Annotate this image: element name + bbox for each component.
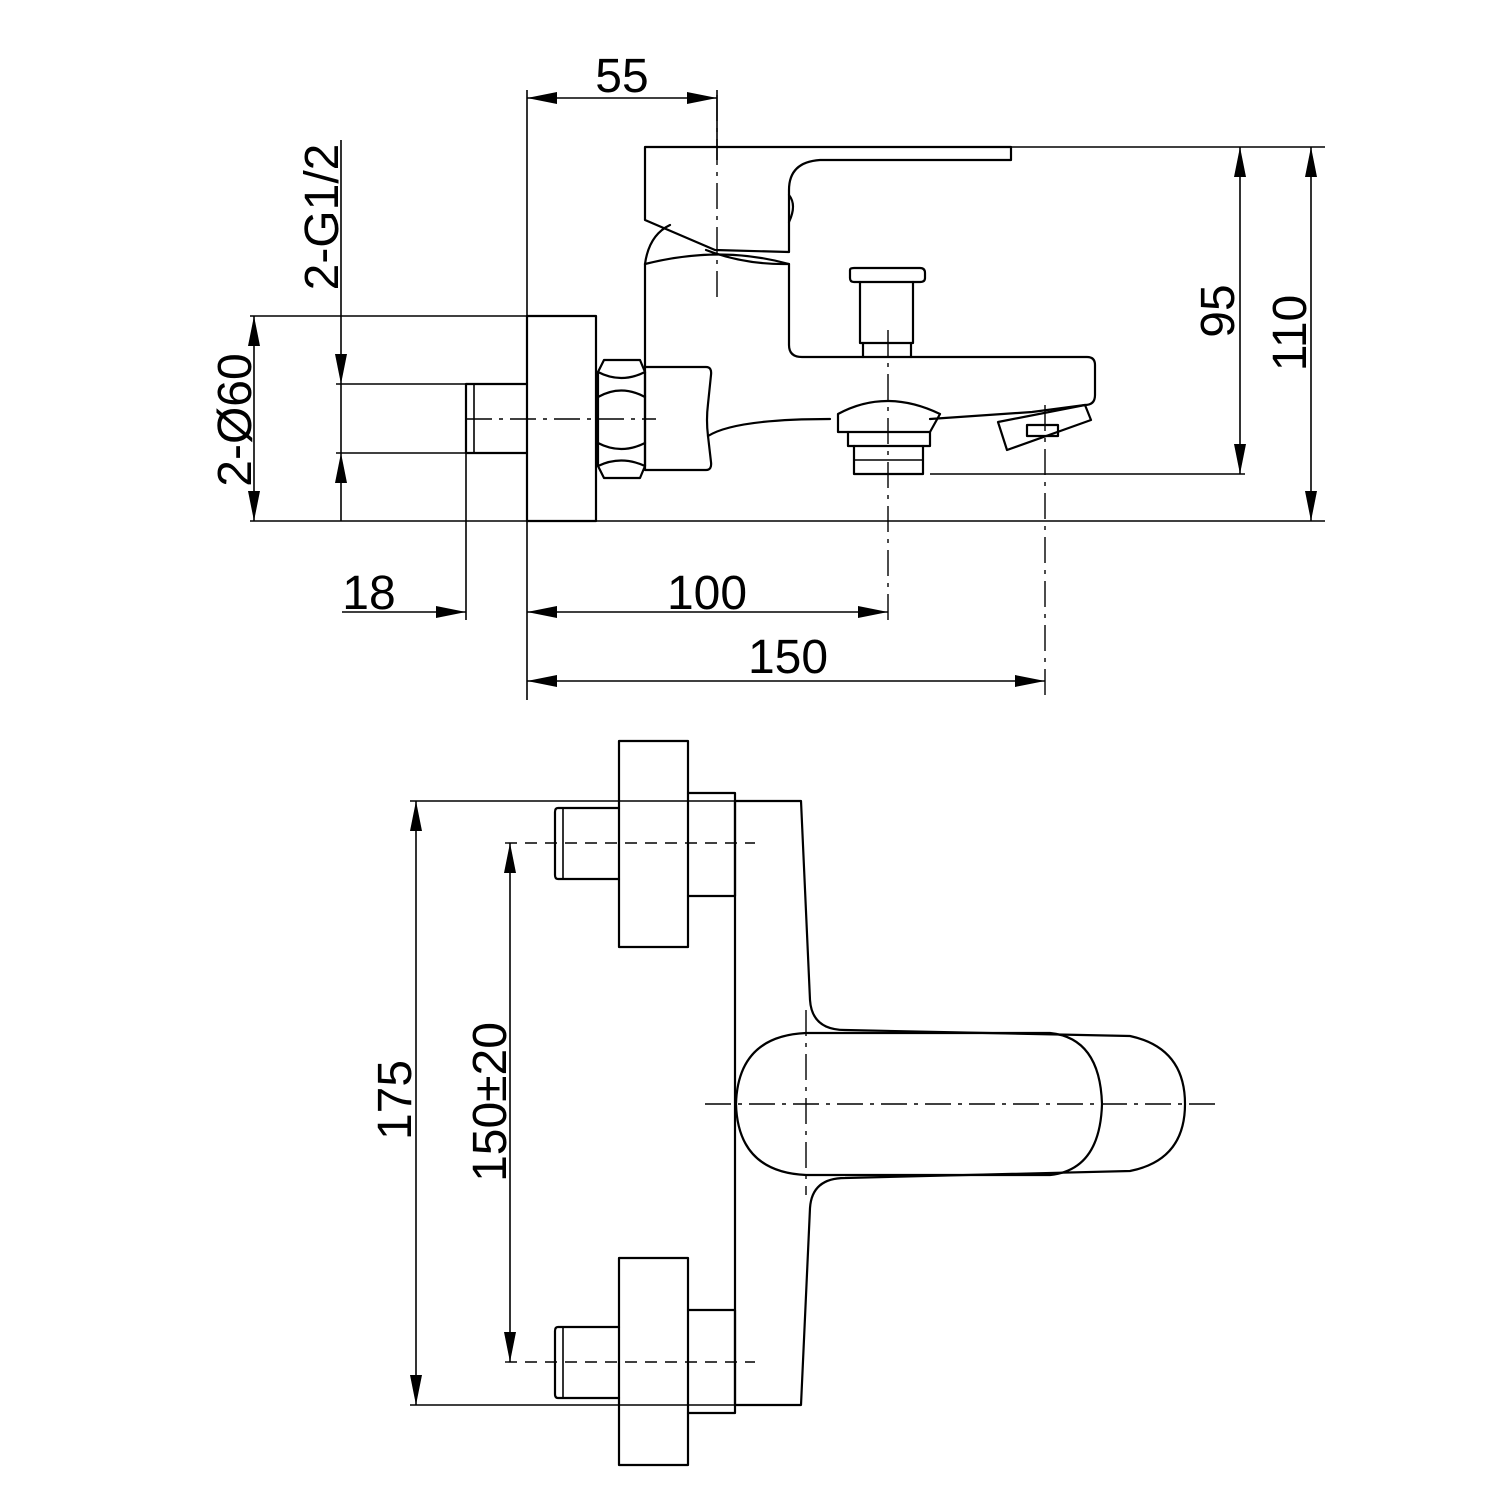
dim-overall-width: 175 xyxy=(369,1060,422,1140)
mixer-body xyxy=(706,417,832,438)
lever-handle xyxy=(643,145,1013,266)
dim-wall-spout: 150 xyxy=(748,631,828,684)
upper-inlet xyxy=(505,739,755,949)
dim-thread-length: 18 xyxy=(342,567,395,620)
dim-height-spout: 95 xyxy=(1192,284,1245,337)
dim-wall-diverter: 100 xyxy=(667,567,747,620)
side-view: 55 2-G1/2 2-Ø60 95 110 18 100 xyxy=(209,50,1325,700)
dim-inlet-spacing: 150±20 xyxy=(464,1022,517,1182)
body-connector xyxy=(643,365,713,472)
top-view: 175 150±20 xyxy=(369,739,1215,1467)
dim-top-offset: 55 xyxy=(595,50,648,103)
shower-outlet xyxy=(996,403,1093,452)
dim-thread-spec: 2-G1/2 xyxy=(296,144,349,291)
diverter-knob xyxy=(848,266,927,359)
lower-inlet xyxy=(505,1256,755,1467)
body-outline xyxy=(733,799,1187,1407)
dim-flange-diameter: 2-Ø60 xyxy=(209,353,262,486)
hex-nut xyxy=(596,358,647,480)
dim-overall-height: 110 xyxy=(1264,295,1317,372)
spout-outlet xyxy=(836,400,942,476)
